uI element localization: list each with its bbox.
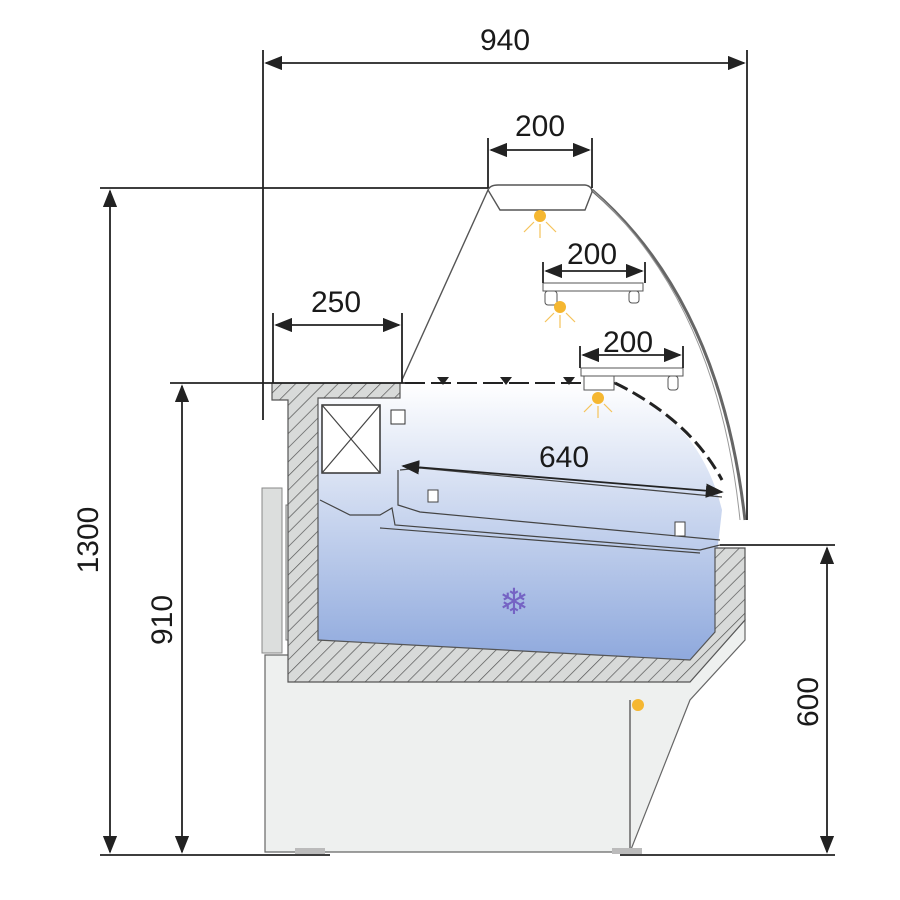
canopy [487,184,593,211]
dimension-lines [100,50,835,856]
lower-shelf [580,367,684,391]
lamp-icon [523,210,557,238]
lamp-icon [583,392,613,418]
front-height-label: 600 [792,677,825,727]
insulation-walls [271,382,746,683]
snowflake-icon: ❄ [499,582,529,623]
upper-shelf-width-label: 200 [567,238,617,271]
canopy-width-label: 200 [515,110,565,143]
lower-shelf-width-label: 200 [603,326,653,359]
lamp-icon [632,699,644,711]
overall-height-label: 1300 [72,507,105,574]
upper-shelf [542,282,644,306]
worktop-height-label: 910 [146,595,179,645]
overall-depth-label: 940 [480,24,530,57]
rear-shelf-width-label: 250 [311,286,361,319]
lamp-icon [544,301,576,328]
evaporator-box [321,404,406,474]
display-depth-label: 640 [539,441,589,474]
